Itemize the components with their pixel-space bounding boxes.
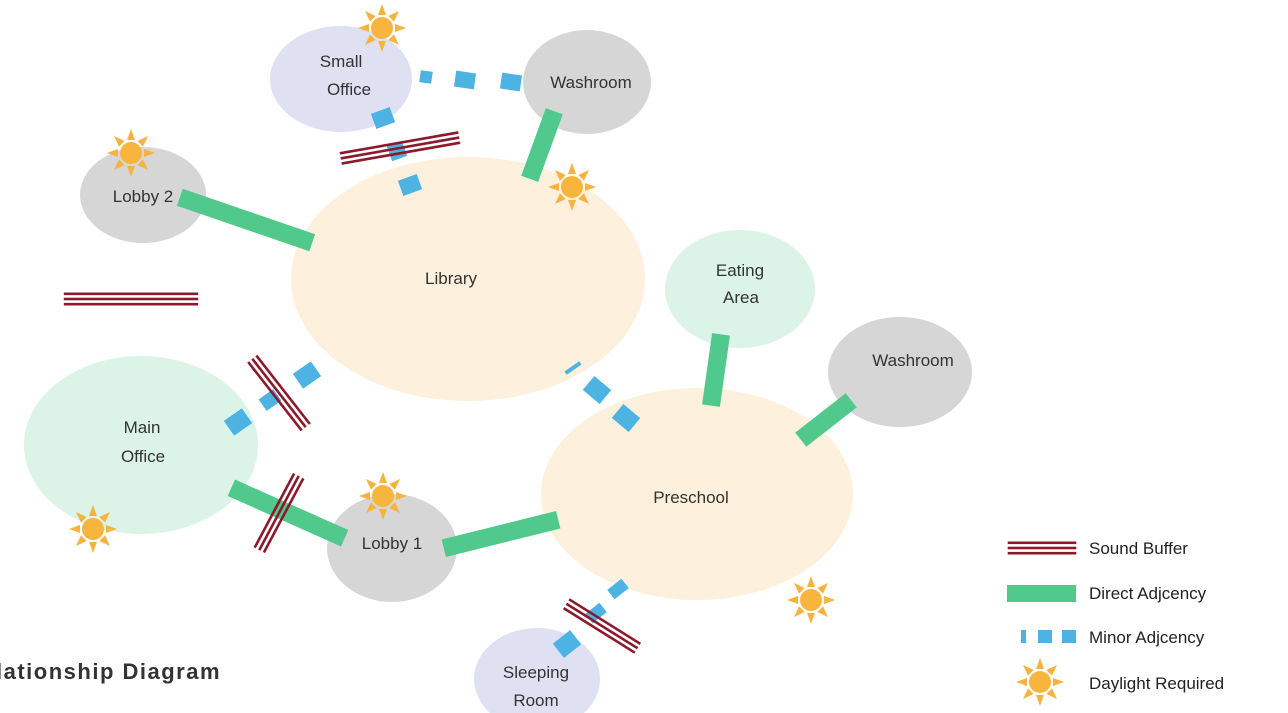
sun-icon (548, 163, 596, 211)
lobby1-node (327, 494, 457, 602)
washroom-right-label: Washroom (872, 351, 954, 370)
sound-buffer-standalone (63, 292, 199, 306)
minor-adjacency-mark (582, 376, 612, 404)
sun-icon (69, 505, 117, 553)
sun-icon (1016, 658, 1064, 706)
lobby1-label: Lobby 1 (362, 534, 423, 553)
lobby2-label: Lobby 2 (113, 187, 174, 206)
direct-adjacency-lobby1-preschool (441, 510, 561, 558)
small-office-node (270, 26, 412, 132)
main-office-label-line1: Main (124, 418, 161, 437)
main-office-node (24, 356, 258, 534)
minor-adjacency-mark (258, 389, 282, 411)
direct-adjacency-washroom-library (521, 108, 563, 182)
minor-adjacency-legend-icon (1021, 630, 1076, 643)
washroom-top-node (523, 30, 651, 134)
minor-adjacency-mark (386, 140, 408, 162)
minor-adjacency-mark (564, 361, 582, 375)
library-label: Library (425, 269, 477, 288)
eating-area-label-line2: Area (723, 288, 759, 307)
direct-adjacency-lobby2-library (176, 188, 316, 252)
library-node (291, 157, 645, 401)
minor-adjacency-mark (292, 361, 322, 389)
sound-buffer-mainoffice-library (247, 354, 311, 432)
lobby2-node (80, 147, 206, 243)
direct-adjacency-mainoffice-lobby1 (227, 479, 349, 547)
sleeping-room-label-line1: Sleeping (503, 663, 569, 682)
minor-adjacency-mark (453, 70, 477, 90)
minor-adjacency-mark (607, 578, 629, 600)
direct-adjacency-washroom-preschool (795, 393, 857, 447)
small-office-label-line1: Small (320, 52, 363, 71)
minor-adjacency-mark (611, 404, 641, 432)
sun-icon (787, 576, 835, 624)
sun-icon (107, 129, 155, 177)
sun-icon (358, 4, 406, 52)
legend-direct-label: Direct Adjcency (1089, 584, 1207, 603)
washroom-top-label: Washroom (550, 73, 632, 92)
legend-sound-buffer-label: Sound Buffer (1089, 539, 1188, 558)
minor-adjacency-mark (552, 630, 582, 658)
sound-buffer-legend-icon (1007, 541, 1077, 555)
eating-area-node (665, 230, 815, 348)
legend-minor-label: Minor Adjcency (1089, 628, 1205, 647)
direct-adjacency-legend-icon (1007, 585, 1076, 602)
legend-daylight-label: Daylight Required (1089, 674, 1224, 693)
sun-icon (359, 472, 407, 520)
diagram-title: lationship Diagram (0, 659, 222, 684)
preschool-node (541, 388, 853, 600)
direct-adjacency-eating-preschool (702, 333, 730, 407)
minor-adjacency-mark (397, 174, 423, 196)
sleeping-room-label-line2: Room (513, 691, 558, 710)
minor-adjacency-mark (370, 107, 396, 129)
minor-adjacency-mark (223, 408, 253, 436)
legend: Sound Buffer Direct Adjcency Minor Adjce… (1007, 539, 1224, 706)
minor-adjacency-mark (419, 70, 433, 84)
main-office-label-line2: Office (121, 447, 165, 466)
preschool-label: Preschool (653, 488, 729, 507)
small-office-label-line2: Office (327, 80, 371, 99)
eating-area-label-line1: Eating (716, 261, 764, 280)
washroom-right-node (828, 317, 972, 427)
minor-adjacency-mark (499, 72, 523, 92)
